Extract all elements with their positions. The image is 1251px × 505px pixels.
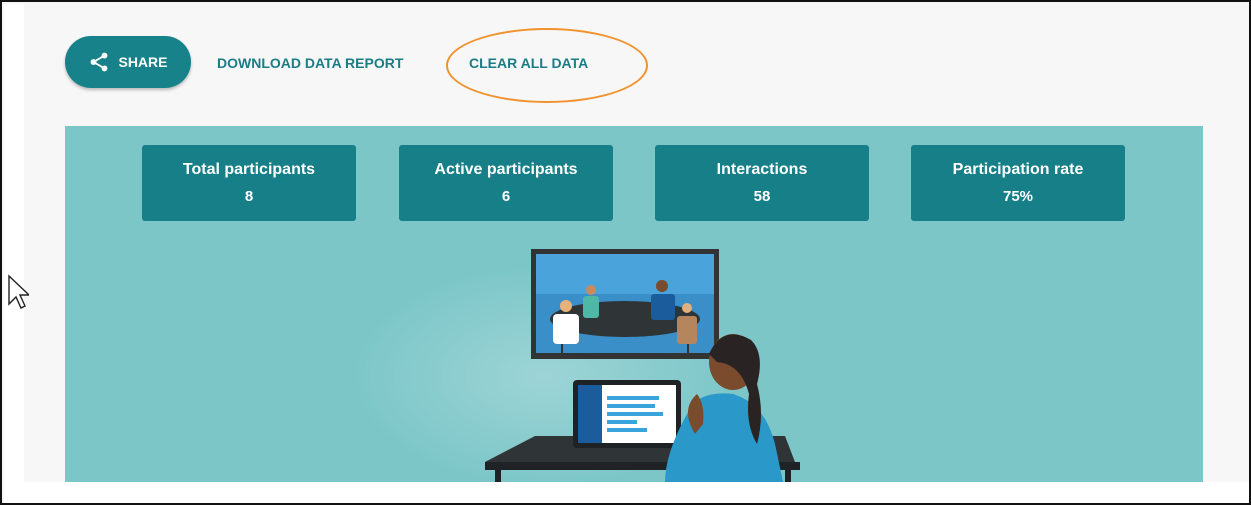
mouse-pointer-icon	[8, 274, 29, 309]
meeting-illustration	[485, 249, 800, 482]
stat-card-interactions: Interactions 58	[655, 145, 869, 221]
share-icon	[91, 52, 108, 72]
stat-label: Total participants	[182, 161, 316, 178]
stat-value: 6	[501, 188, 511, 205]
stat-value: 75%	[1002, 188, 1034, 205]
stat-label: Active participants	[434, 161, 578, 178]
stat-card-participation-rate: Participation rate 75%	[911, 145, 1125, 221]
share-label: SHARE	[118, 54, 168, 70]
person-body	[665, 393, 783, 482]
left-margin	[4, 4, 24, 503]
stats-hero-panel: Total participants 8 Active participants…	[65, 126, 1203, 482]
stat-card-active-participants: Active participants 6	[399, 145, 613, 221]
share-button[interactable]: SHARE	[65, 36, 191, 88]
stat-card-total-participants: Total participants 8	[142, 145, 356, 221]
stat-value: 8	[244, 188, 254, 205]
toolbar: SHARE DOWNLOAD DATA REPORT CLEAR ALL DAT…	[65, 36, 588, 88]
stat-label: Interactions	[716, 161, 808, 178]
download-data-report-link[interactable]: DOWNLOAD DATA REPORT	[217, 55, 404, 71]
highlight-annotation	[446, 28, 648, 103]
stat-label: Participation rate	[952, 161, 1084, 178]
stat-value: 58	[753, 188, 771, 205]
bottom-margin	[4, 482, 1249, 503]
